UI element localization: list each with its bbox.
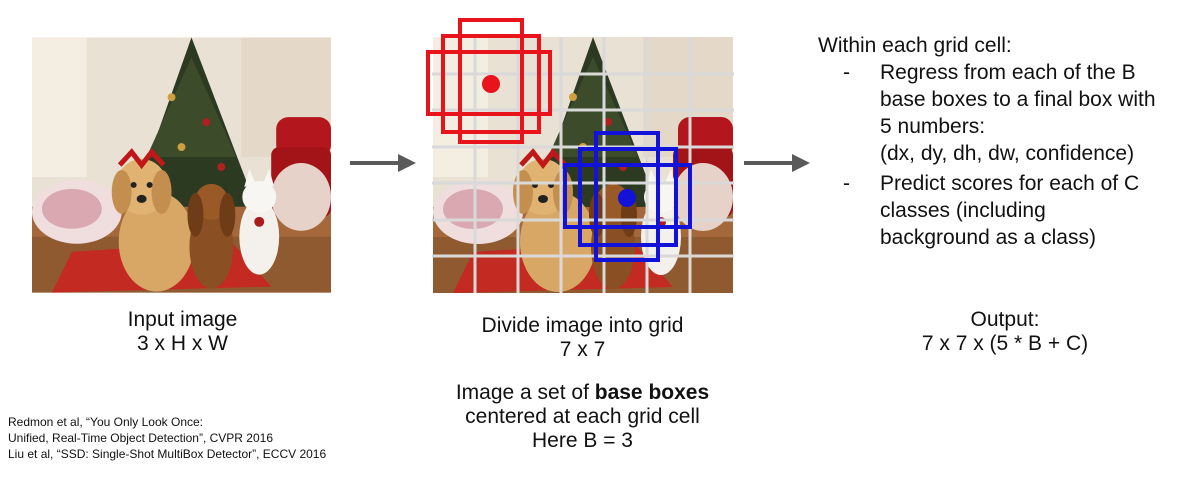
- reference-line: Liu et al, “SSD: Single-Shot MultiBox De…: [8, 447, 327, 461]
- red-base-box-wide: [426, 50, 552, 116]
- input-image: [32, 37, 331, 293]
- grid-caption: Divide image into grid 7 x 7: [481, 314, 684, 361]
- blue-base-box-square: [578, 147, 678, 247]
- blue-base-box-wide: [563, 163, 692, 229]
- within-cell-description: Within each grid cell:: [818, 32, 1012, 59]
- references: Redmon et al, “You Only Look Once: Unifi…: [8, 414, 326, 462]
- reference-line: Redmon et al, “You Only Look Once:: [8, 415, 203, 429]
- red-cell-center: [482, 75, 500, 93]
- reference-line: Unified, Real-Time Object Detection”, CV…: [8, 431, 273, 445]
- bullet-regress: Regress from each of the B base boxes to…: [880, 61, 1156, 165]
- base-boxes-caption: Image a set of base boxes centered at ea…: [455, 381, 710, 452]
- bullet-predict: Predict scores for each of C classes (in…: [880, 172, 1140, 249]
- input-caption: Input image 3 x H x W: [127, 308, 238, 355]
- arrow-right-icon: [350, 154, 416, 172]
- within-heading: Within each grid cell:: [818, 34, 1012, 57]
- blue-base-box-tall: [594, 131, 660, 262]
- arrow-right-icon: [744, 154, 810, 172]
- output-caption: Output: 7 x 7 x (5 * B + C): [921, 308, 1089, 355]
- base-boxes-term: base boxes: [594, 381, 710, 404]
- bullet-dash: -: [843, 172, 850, 195]
- bullet-dash: -: [843, 61, 850, 84]
- red-base-box-tall: [458, 18, 524, 144]
- blue-cell-center: [618, 189, 636, 207]
- base-boxes-overlay: [426, 18, 692, 262]
- red-base-box-square: [441, 34, 541, 134]
